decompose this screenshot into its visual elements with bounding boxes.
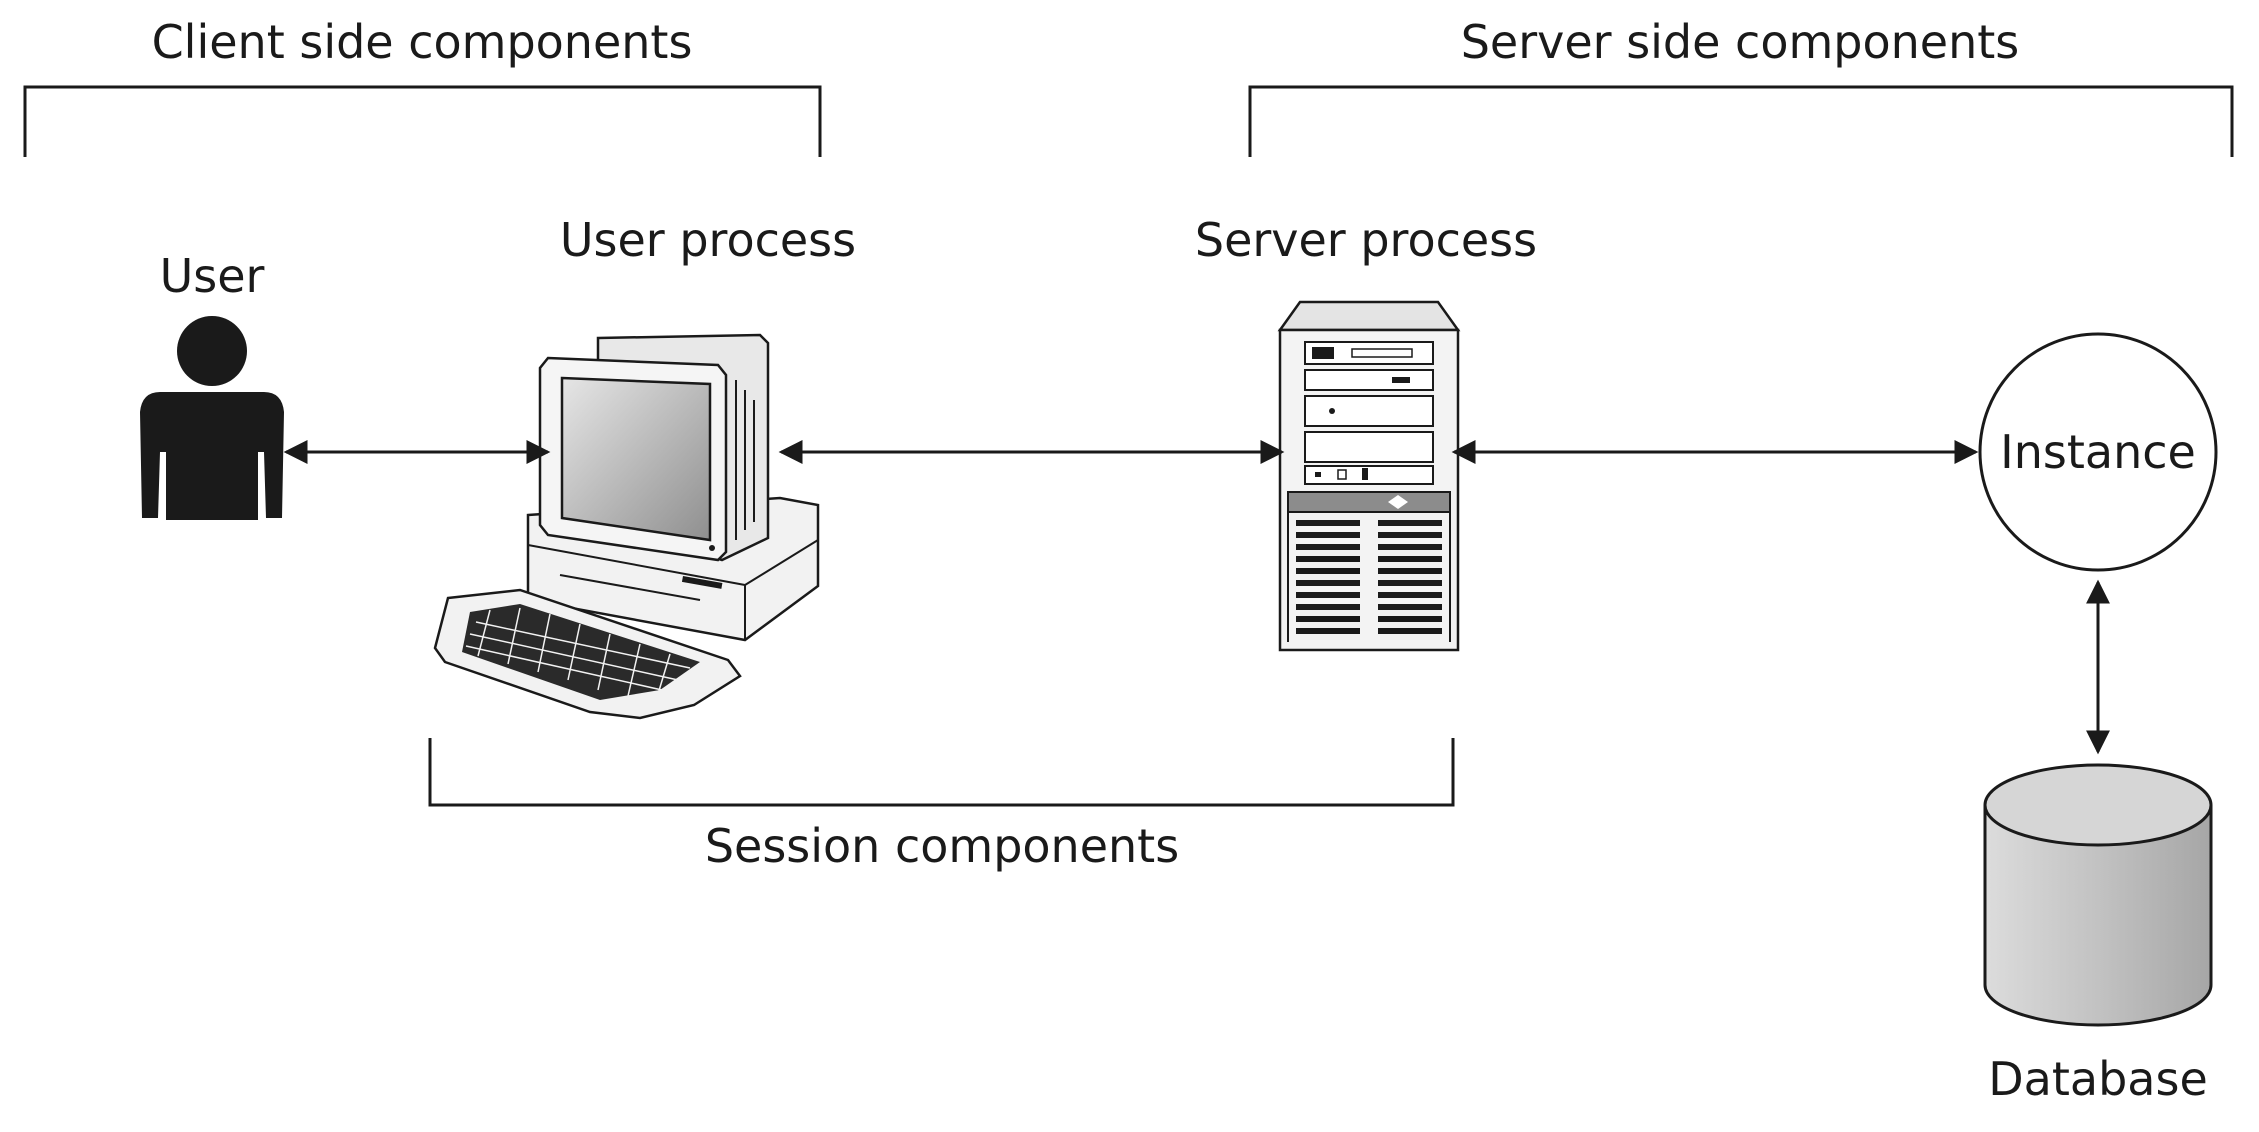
client-side-label: Client side components (152, 15, 693, 69)
database-label: Database (1988, 1052, 2208, 1106)
server-side-bracket (1248, 85, 2234, 157)
database-icon (1983, 763, 2213, 1027)
server-icon (1277, 300, 1461, 652)
session-label: Session components (705, 819, 1179, 873)
computer-icon (433, 333, 820, 720)
client-side-bracket (23, 85, 822, 157)
server-side-label: Server side components (1461, 15, 2020, 69)
instance-node: Instance (1978, 332, 2218, 572)
user-process-label: User process (560, 213, 856, 267)
session-bracket (428, 738, 1455, 807)
person-icon (140, 316, 284, 520)
user-label: User (160, 249, 265, 303)
instance-label: Instance (2000, 425, 2196, 479)
server-process-label: Server process (1195, 213, 1537, 267)
